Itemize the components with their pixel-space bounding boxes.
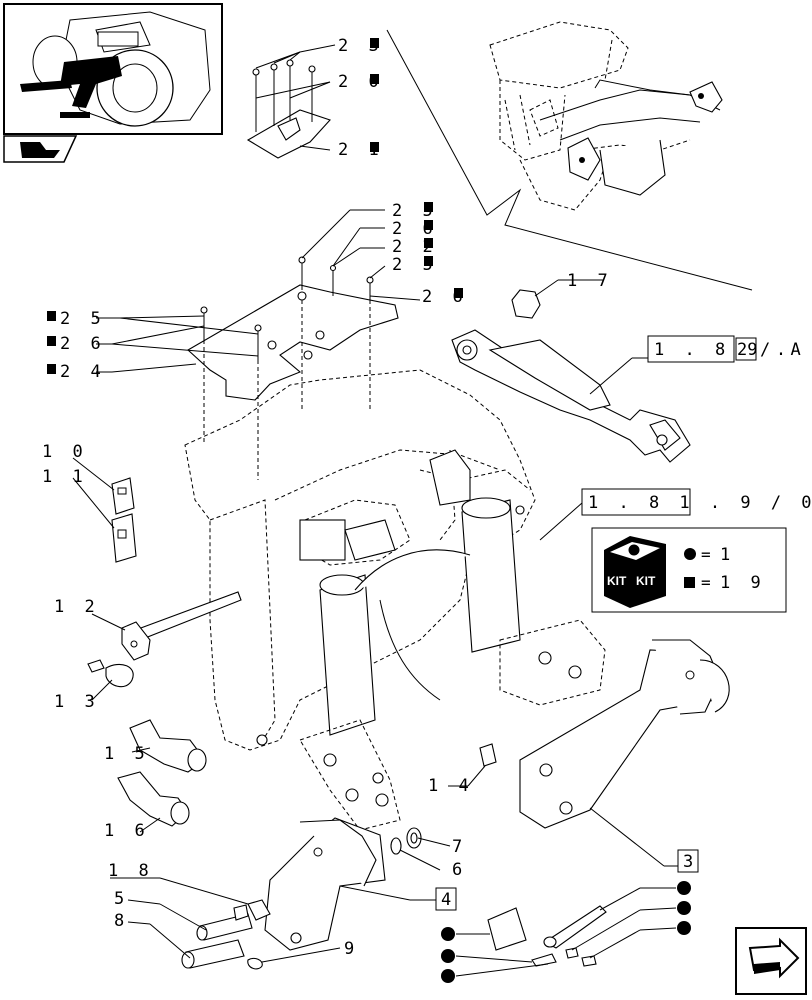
dot-marker	[441, 927, 455, 941]
callout-6: 6	[452, 860, 462, 880]
ref-box-1-81-9	[581, 488, 691, 516]
callout-24: 2 4	[60, 362, 106, 382]
callout-20: 2 0	[338, 72, 384, 92]
kit-word-1: KIT	[607, 574, 627, 588]
lower-arm-3	[519, 639, 730, 867]
callout-18: 1 8	[108, 861, 154, 881]
square-symbol	[684, 577, 695, 588]
left-leaders	[96, 315, 259, 373]
callout-10: 1 0	[42, 442, 88, 462]
callout-7: 7	[452, 837, 462, 857]
square-marker	[370, 142, 379, 152]
callout-15: 1 5	[104, 744, 150, 764]
pins-5-8-18-9	[110, 877, 341, 970]
square-marker	[370, 38, 379, 48]
upper-plate-24	[187, 256, 399, 480]
callout-9: 9	[344, 939, 354, 959]
square-marker	[424, 238, 433, 248]
ref-box-3	[677, 849, 699, 873]
callout-4: 4	[441, 890, 451, 910]
upper-leaders	[301, 209, 421, 301]
bottom-kit-parts	[455, 887, 677, 977]
square-marker	[370, 74, 379, 84]
callout-26b: 2 6	[422, 287, 468, 307]
shaft-12	[87, 591, 242, 701]
square-marker	[424, 256, 433, 266]
callout-21: 2 1	[338, 140, 384, 160]
callout-16: 1 6	[104, 821, 150, 841]
page-tab-icon	[3, 135, 78, 163]
callout-17: 1 7	[567, 271, 613, 291]
square-marker	[47, 364, 56, 374]
callout-8: 8	[114, 911, 124, 931]
square-marker	[424, 220, 433, 230]
dot-marker	[677, 901, 691, 915]
coupler-16	[117, 771, 190, 833]
equals-sign: =	[701, 545, 711, 564]
callout-25c: 2 5	[60, 309, 106, 329]
square-marker	[424, 202, 433, 212]
kit-word-2: KIT	[636, 574, 656, 588]
callout-26c: 2 6	[60, 334, 106, 354]
callout-12: 1 2	[54, 597, 100, 617]
ref-29: 29	[737, 340, 757, 360]
next-page-arrow-icon[interactable]	[735, 927, 807, 995]
callout-25: 2 5	[392, 201, 438, 221]
dot-marker	[441, 969, 455, 983]
ref-box-1-81	[647, 335, 735, 363]
dot-marker	[677, 921, 691, 935]
ref-box-29	[735, 337, 757, 361]
square-marker	[47, 311, 56, 321]
decals-10-11	[72, 457, 137, 563]
callout-3: 3	[683, 852, 693, 872]
callout-23: 2 3	[338, 36, 384, 56]
callout-25b: 2 5	[392, 255, 438, 275]
ref-leader	[539, 502, 583, 541]
lower-arm-4	[264, 817, 436, 951]
overview-assembly-drawing	[489, 21, 723, 211]
dot-marker	[441, 949, 455, 963]
callout-22: 2 2	[392, 237, 438, 257]
ref-box-4	[435, 887, 457, 911]
hitch-frame	[184, 369, 606, 831]
equals-sign: =	[701, 573, 711, 592]
dot-symbol	[684, 548, 696, 560]
coupler-15	[129, 719, 207, 773]
kit-row1-value: 1	[720, 545, 735, 565]
ref-1-81-9: 1 . 8 1 . 9 / 0 3 0 1	[588, 493, 812, 513]
cover-plate-21	[246, 44, 336, 159]
washers-6-7	[390, 827, 451, 871]
bushing-14	[448, 743, 497, 787]
tractor-thumbnail	[3, 3, 223, 135]
callout-14: 1 4	[428, 776, 474, 796]
ref-suffix-a: / A	[760, 340, 806, 360]
callout-26: 2 6	[392, 219, 438, 239]
kit-legend	[591, 527, 787, 613]
top-link-assembly	[451, 279, 691, 463]
callout-11: 1 1	[42, 467, 88, 487]
kit-row2-value: 1 9	[720, 573, 766, 593]
callout-13: 1 3	[54, 692, 100, 712]
square-marker	[454, 288, 463, 298]
square-marker	[47, 336, 56, 346]
dot-marker	[677, 881, 691, 895]
callout-5: 5	[114, 889, 124, 909]
overview-link-line	[386, 29, 753, 291]
